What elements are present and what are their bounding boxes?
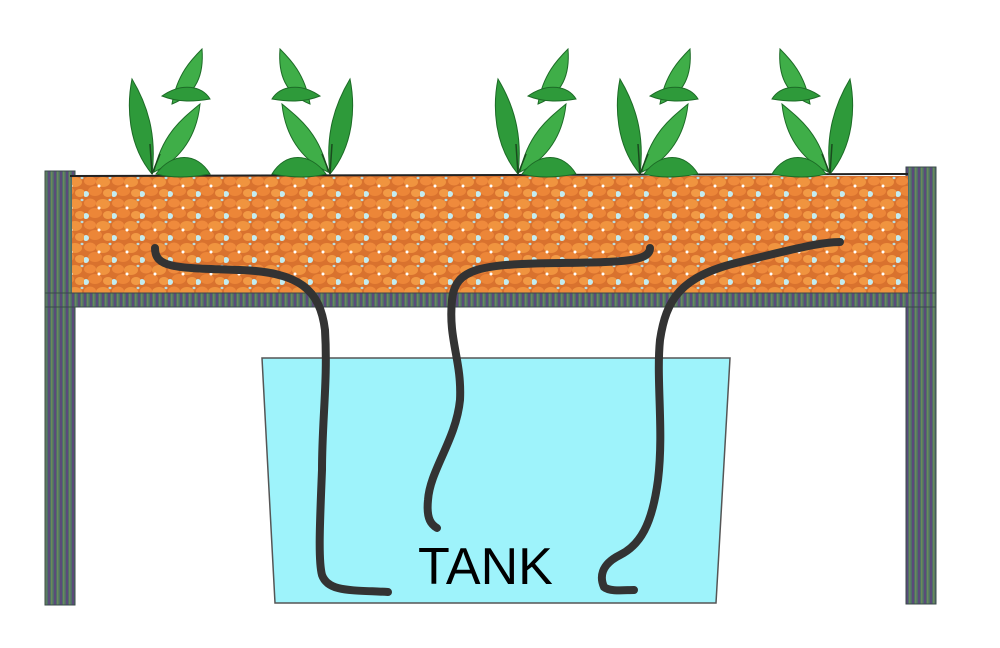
left-post — [44, 170, 76, 606]
tank-label: TANK — [418, 538, 553, 596]
plant — [771, 47, 854, 178]
plant — [271, 47, 354, 178]
bed-bottom-beam — [44, 292, 937, 308]
wick-right — [598, 238, 844, 595]
bed-surface-line — [69, 173, 909, 177]
wick-middle — [423, 244, 654, 532]
water-tank — [261, 357, 731, 604]
plant — [128, 47, 211, 178]
plant — [494, 47, 577, 178]
wick-left — [151, 244, 392, 596]
plant — [616, 47, 699, 178]
right-post — [905, 166, 937, 605]
grow-bed-media — [72, 176, 908, 294]
